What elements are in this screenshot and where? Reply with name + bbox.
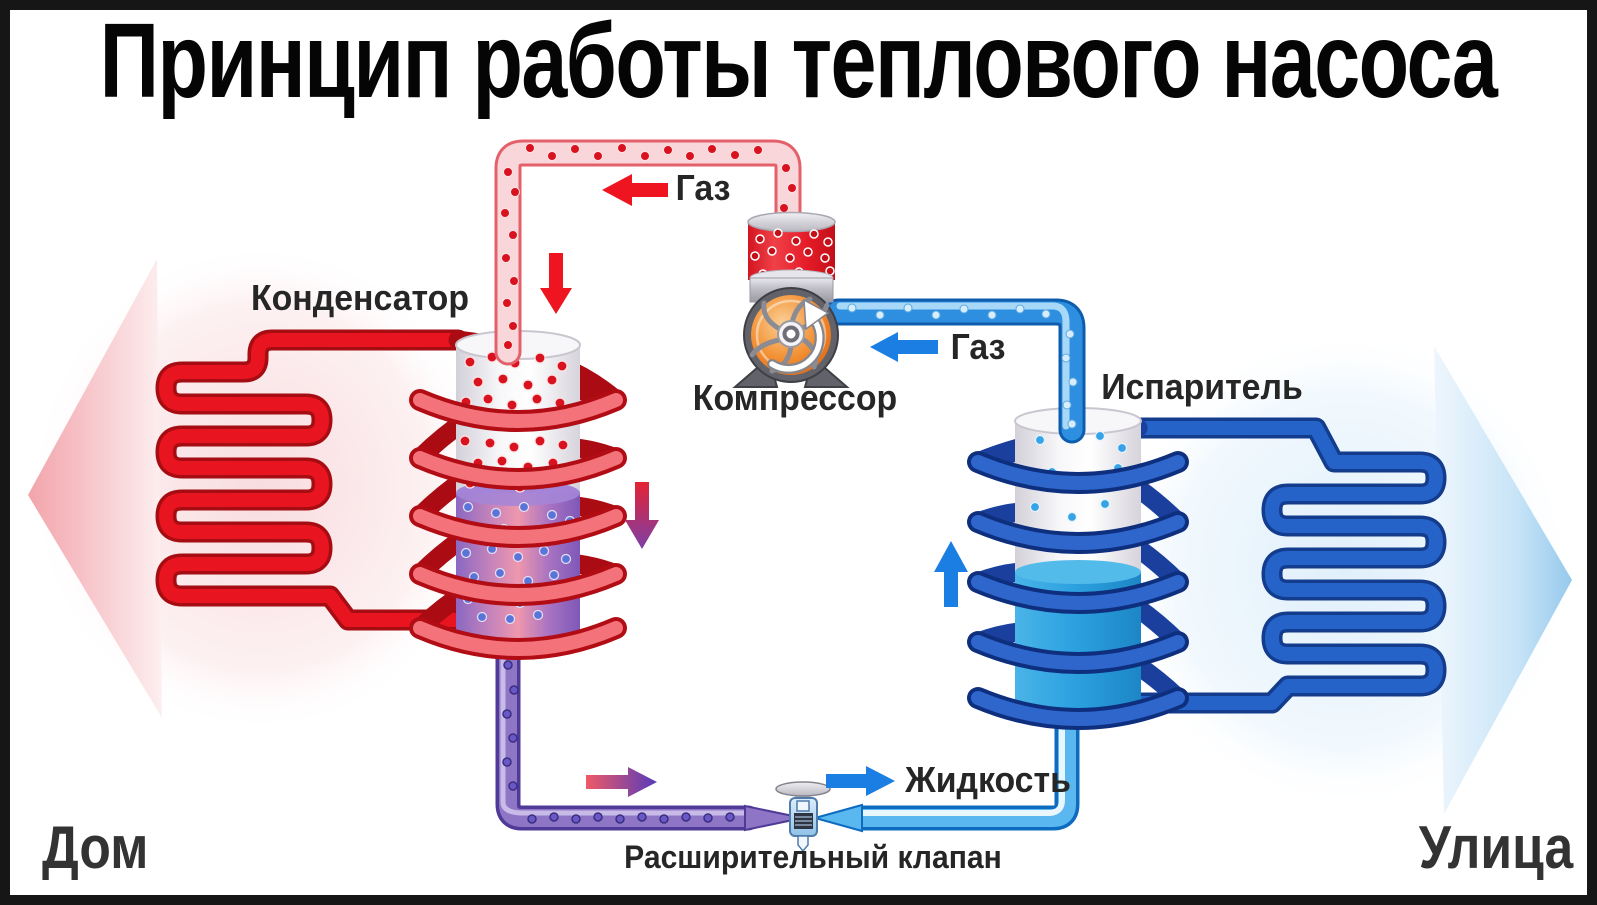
heat-to-house-arrow bbox=[28, 259, 162, 718]
evaporation-flow-arrow bbox=[934, 541, 968, 607]
gas-cold-label: Газ bbox=[950, 326, 1006, 367]
cooling-gradient-arrow bbox=[625, 482, 659, 549]
liquid-flow-arrow-purple bbox=[586, 767, 657, 797]
liquid-flow-arrow-blue bbox=[826, 766, 895, 796]
cold-gas-pipe bbox=[824, 298, 1086, 444]
hot-gas-pipe bbox=[494, 139, 802, 366]
liquid-label: Жидкость bbox=[905, 759, 1071, 800]
house-radiator-coil bbox=[155, 329, 473, 631]
evaporator-label: Испаритель bbox=[1101, 366, 1303, 407]
hot-gas-bubbles bbox=[500, 143, 797, 350]
condenser-label: Конденсатор bbox=[250, 277, 470, 318]
expansion-valve-label: Расширительный клапан bbox=[624, 839, 1002, 875]
evaporator-coil-front bbox=[967, 451, 1189, 730]
purple-pipe-bubbles bbox=[502, 660, 735, 824]
street-radiator-coil bbox=[1041, 417, 1447, 714]
street-label: Улица bbox=[1418, 814, 1574, 881]
expansion-valve bbox=[775, 781, 831, 853]
hot-gas-flow-arrow bbox=[602, 174, 668, 206]
evaporator-cylinder bbox=[1014, 407, 1142, 725]
compressor-unit bbox=[732, 211, 850, 388]
page-title: Принцип работы теплового насоса bbox=[99, 2, 1498, 120]
rotation-arrow-icon bbox=[767, 298, 830, 374]
cold-to-street-arrow bbox=[1434, 346, 1572, 814]
cold-gas-flow-arrow bbox=[870, 332, 938, 362]
house-label: Дом bbox=[42, 814, 149, 881]
liquid-pipe-purple bbox=[495, 635, 794, 832]
condenser-coil-front bbox=[409, 389, 627, 660]
cold-gas-bubbles bbox=[847, 303, 1078, 429]
liquid-pipe-blue bbox=[811, 695, 1080, 833]
condensing-flow-arrow bbox=[540, 253, 572, 314]
compressor-label: Компрессор bbox=[692, 377, 898, 418]
gas-hot-label: Газ bbox=[675, 167, 731, 208]
